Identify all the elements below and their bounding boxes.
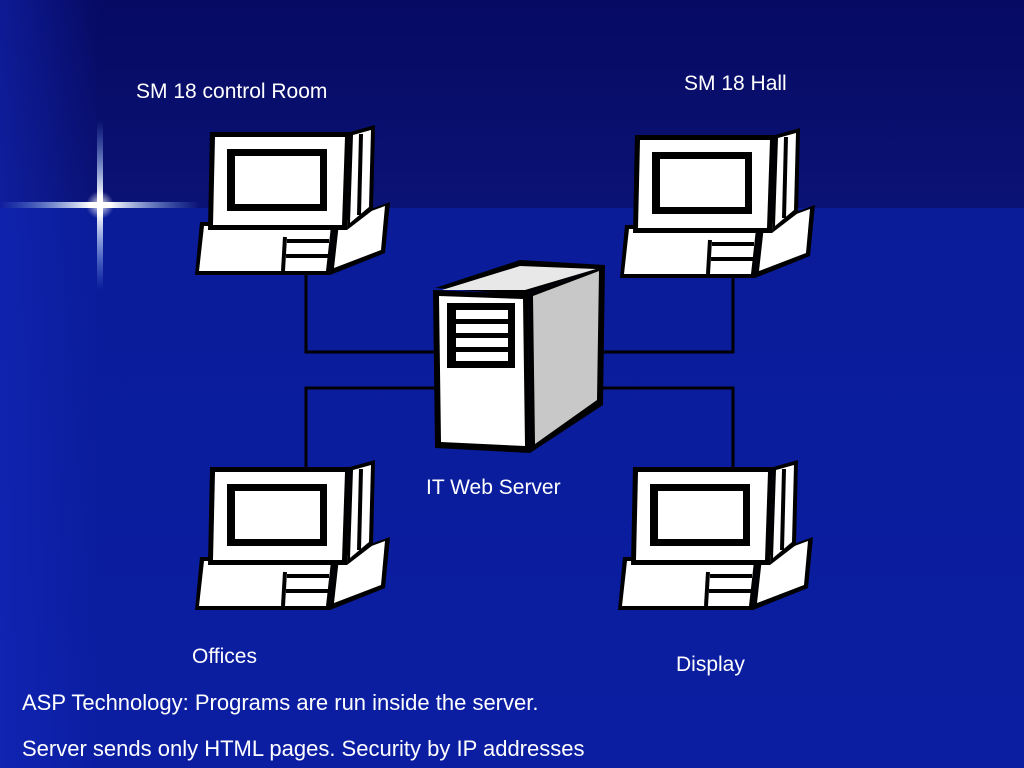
connection-lines <box>304 268 735 470</box>
desktop-computer-icon <box>616 458 815 612</box>
node-label-offices: Offices <box>192 645 257 668</box>
link-control-room <box>304 268 440 354</box>
desktop-computer-icon <box>193 123 392 277</box>
desktop-computer-icon <box>193 458 392 612</box>
node-label-hall: SM 18 Hall <box>684 72 787 95</box>
caption-asp-technology: ASP Technology: Programs are run inside … <box>22 690 539 715</box>
node-label-web-server: IT Web Server <box>426 476 561 499</box>
background-top <box>0 0 1024 208</box>
flare-glow <box>86 191 114 219</box>
node-label-control-room: SM 18 control Room <box>136 80 328 103</box>
desktop-computer-icon <box>618 126 817 280</box>
link-display <box>600 386 735 470</box>
background-left-band <box>0 0 100 768</box>
link-hall <box>600 275 735 354</box>
server-tower-icon <box>433 260 605 453</box>
node-label-display: Display <box>676 653 745 676</box>
caption-security: Server sends only HTML pages. Security b… <box>22 736 585 761</box>
link-offices <box>304 386 440 470</box>
